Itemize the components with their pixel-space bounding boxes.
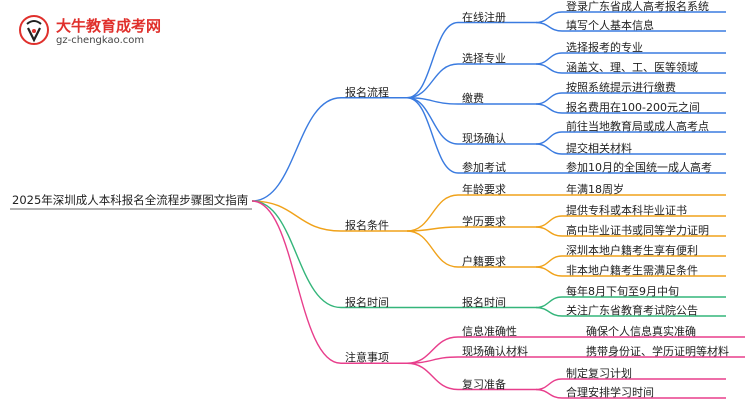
leaf-2-2-1: 提供专科或本科毕业证书 <box>566 204 687 217</box>
connector-root-4 <box>251 200 342 364</box>
topic-3-1-label: 报名时间 <box>462 295 506 309</box>
connector-1-1 <box>406 21 459 99</box>
leaf-1-3-1: 按照系统提示进行缴费 <box>566 81 676 94</box>
branch-4-label: 注意事项 <box>345 351 389 365</box>
leaf-3-1-1: 每年8月下旬至9月中旬 <box>566 285 679 298</box>
connector-2-2 <box>406 226 459 232</box>
connector-leaf-2-2-1 <box>535 215 563 228</box>
topic-2-2-label: 学历要求 <box>462 215 506 228</box>
leaf-1-4-1: 前往当地教育局或成人高考点 <box>566 120 709 133</box>
leaf-1-1-2: 填写个人基本信息 <box>566 19 654 32</box>
leaf-4-2-1: 携带身份证、学历证明等材料 <box>586 345 729 358</box>
topic-1-1-label: 在线注册 <box>462 10 506 24</box>
topic-2-1-label: 年龄要求 <box>462 183 506 196</box>
connector-1-5 <box>406 97 459 174</box>
branch-3-label: 报名时间 <box>345 295 389 309</box>
leaf-4-3-1: 制定复习计划 <box>566 367 632 380</box>
connector-leaf-2-3-2 <box>535 266 563 277</box>
leaf-4-3-2: 合理安排学习时间 <box>566 386 654 399</box>
connector-leaf-1-1-2 <box>535 21 563 32</box>
leaf-2-1-1: 年满18周岁 <box>566 183 624 196</box>
connector-4-2 <box>406 356 459 364</box>
connector-leaf-1-3-2 <box>535 103 563 114</box>
topic-4-1-label: 信息准确性 <box>462 325 517 338</box>
connector-root-2 <box>251 200 342 232</box>
connector-1-4 <box>406 97 459 145</box>
topic-1-4-label: 现场确认 <box>462 132 506 145</box>
leaf-2-3-2: 非本地户籍考生需满足条件 <box>566 264 698 277</box>
leaf-1-4-2: 提交相关材料 <box>566 142 632 155</box>
branch-1-label: 报名流程 <box>345 85 389 99</box>
connector-leaf-1-4-1 <box>535 131 563 145</box>
leaf-1-3-2: 报名费用在100-200元之间 <box>566 101 700 114</box>
connector-leaf-1-3-1 <box>535 92 563 105</box>
connector-leaf-1-4-2 <box>535 143 563 155</box>
leaf-4-1-1: 确保个人信息真实准确 <box>586 325 696 338</box>
logo-title: 大牛教育成考网 <box>56 17 162 35</box>
connector-root-3 <box>251 200 342 309</box>
connector-leaf-2-3-1 <box>535 255 563 268</box>
leaf-1-2-2: 涵盖文、理、工、医等领域 <box>566 61 698 74</box>
connector-4-3 <box>406 362 459 391</box>
connector-leaf-2-2-2 <box>535 226 563 237</box>
topic-4-2-label: 现场确认材料 <box>462 345 528 358</box>
leaf-1-2-1: 选择报考的专业 <box>566 41 643 54</box>
bull-logo-icon <box>19 15 49 45</box>
connector-leaf-3-1-2 <box>535 306 563 317</box>
connector-leaf-1-1-1 <box>535 11 563 24</box>
branch-2-label: 报名条件 <box>345 219 389 232</box>
topic-1-2-label: 选择专业 <box>462 52 506 65</box>
root-title: 2025年深圳成人本科报名全流程步骤图文指南 <box>12 193 249 207</box>
connector-2-1 <box>406 194 459 232</box>
topic-1-3-label: 缴费 <box>462 92 484 105</box>
connector-root-1 <box>251 97 342 202</box>
leaf-1-5-1: 参加10月的全国统一成人高考 <box>566 161 712 174</box>
connector-leaf-1-2-2 <box>535 63 563 74</box>
connector-leaf-3-1-1 <box>535 296 563 309</box>
topic-2-3-label: 户籍要求 <box>462 255 506 268</box>
logo-url: gz-chengkao.com <box>56 35 145 46</box>
connector-leaf-1-2-1 <box>535 52 563 65</box>
site-logo[interactable]: 大牛教育成考网 gz-chengkao.com <box>18 14 168 50</box>
connector-1-2 <box>406 63 459 99</box>
leaf-2-3-1: 深圳本地户籍考生享有便利 <box>566 244 698 257</box>
leaf-3-1-2: 关注广东省教育考试院公告 <box>566 304 698 317</box>
topic-4-3-label: 复习准备 <box>462 377 506 391</box>
connector-4-1 <box>406 336 459 364</box>
connector-leaf-4-3-1 <box>535 378 563 391</box>
leaf-1-1-1: 登录广东省成人高考报名系统 <box>566 0 709 13</box>
topic-1-5-label: 参加考试 <box>462 161 506 174</box>
leaf-2-2-2: 高中毕业证书或同等学力证明 <box>566 224 709 237</box>
connector-leaf-4-3-2 <box>535 388 563 399</box>
connector-2-3 <box>406 230 459 268</box>
